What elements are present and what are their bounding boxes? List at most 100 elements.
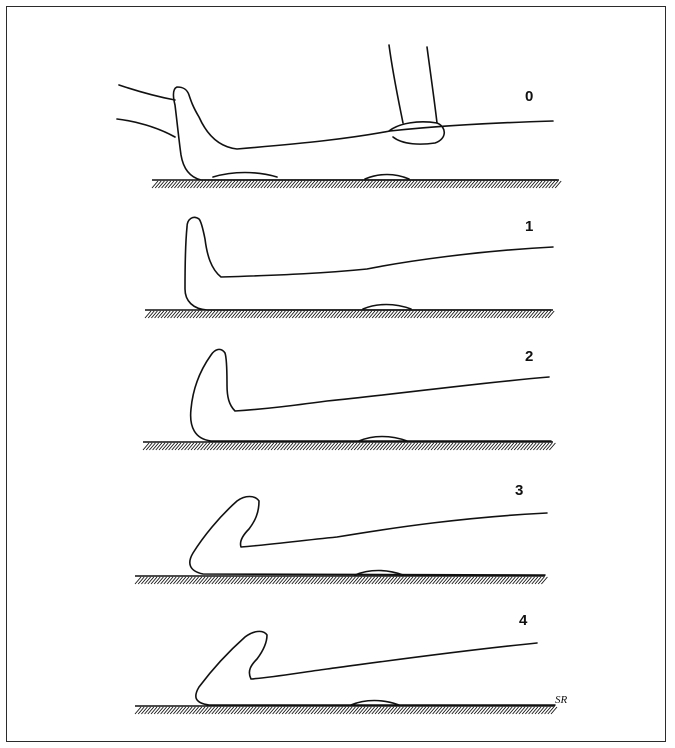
hatch-stroke <box>343 311 349 318</box>
hatch-stroke <box>525 577 531 584</box>
hatch-stroke <box>193 311 199 318</box>
hatch-stroke <box>281 443 287 450</box>
hatch-stroke <box>221 707 227 714</box>
hatch-stroke <box>266 707 272 714</box>
hatch-stroke <box>314 577 320 584</box>
hatch-stroke <box>298 577 304 584</box>
hatch-stroke <box>538 707 544 714</box>
hatch-stroke <box>311 707 317 714</box>
hatch-stroke <box>405 181 411 188</box>
hatch-stroke <box>482 181 488 188</box>
hatch-stroke <box>532 707 538 714</box>
hatch-stroke <box>378 577 384 584</box>
hatch-stroke <box>485 181 491 188</box>
hatch-stroke <box>365 577 371 584</box>
hatch-stroke <box>433 577 439 584</box>
stage-label-4: 4 <box>519 612 528 629</box>
hatch-stroke <box>465 707 471 714</box>
hatch-stroke <box>305 707 311 714</box>
hatch-stroke <box>491 311 497 318</box>
hatch-stroke <box>276 707 282 714</box>
hatch-stroke <box>334 181 340 188</box>
hatch-stroke <box>420 311 426 318</box>
stage-2: 2 <box>143 348 555 450</box>
hatch-stroke <box>386 443 392 450</box>
hatch-stroke <box>501 181 507 188</box>
hatch-stroke <box>282 577 288 584</box>
hatch-stroke <box>427 181 433 188</box>
hatch-stroke <box>158 181 164 188</box>
hatch-stroke <box>289 707 295 714</box>
hatch-stroke <box>485 443 491 450</box>
hatch-stroke <box>226 443 232 450</box>
hatch-stroke <box>349 707 355 714</box>
hatch-stroke <box>297 443 303 450</box>
hatch-stroke <box>184 181 190 188</box>
hatch-stroke <box>421 181 427 188</box>
hatch-stroke <box>420 707 426 714</box>
hatch-stroke <box>504 181 510 188</box>
hatch-stroke <box>321 577 327 584</box>
examiner-hand <box>389 122 444 144</box>
hatch-stroke <box>234 577 240 584</box>
hatch-stroke <box>437 443 443 450</box>
hatch-stroke <box>363 311 369 318</box>
hatch-stroke <box>536 181 542 188</box>
hatch-stroke <box>315 311 321 318</box>
hatch-stroke <box>379 181 385 188</box>
hatch-stroke <box>257 577 263 584</box>
hatch-stroke <box>501 443 507 450</box>
hatch-stroke <box>225 577 231 584</box>
hatch-stroke <box>391 311 397 318</box>
hatch-stroke <box>215 707 221 714</box>
hatch-stroke <box>187 181 193 188</box>
hatch-stroke <box>308 577 314 584</box>
hatch-stroke <box>286 181 292 188</box>
hatch-stroke <box>242 443 248 450</box>
hatch-stroke <box>213 181 219 188</box>
hatch-stroke <box>516 311 522 318</box>
hatch-stroke <box>196 707 202 714</box>
hatch-stroke <box>417 577 423 584</box>
hatch-stroke <box>414 181 420 188</box>
hatch-stroke <box>206 181 212 188</box>
hatch-stroke <box>471 577 477 584</box>
hatch-stroke <box>521 443 527 450</box>
hatch-stroke <box>213 443 219 450</box>
hatch-stroke <box>277 181 283 188</box>
hatch-stroke <box>190 181 196 188</box>
hatch-stroke <box>474 577 480 584</box>
hatch-stroke <box>495 443 501 450</box>
hatch-stroke <box>372 707 378 714</box>
hatch-stroke <box>315 181 321 188</box>
hatch-stroke <box>199 707 205 714</box>
hatch-stroke <box>466 443 472 450</box>
hatch-stroke <box>503 577 509 584</box>
hatch-stroke <box>269 707 275 714</box>
hatch-stroke <box>458 707 464 714</box>
hatch-stroke <box>551 707 557 714</box>
examiner-forearm-right <box>427 47 437 123</box>
hatch-stroke <box>516 577 522 584</box>
hatch-stroke <box>465 311 471 318</box>
hatch-stroke <box>395 311 401 318</box>
hatch-stroke <box>328 181 334 188</box>
hatch-stroke <box>452 707 458 714</box>
hatch-stroke <box>209 311 215 318</box>
hatch-stroke <box>497 577 503 584</box>
hatch-stroke <box>301 577 307 584</box>
hatch-stroke <box>522 707 528 714</box>
hatch-stroke <box>283 181 289 188</box>
hatch-stroke <box>210 443 216 450</box>
hatch-stroke <box>318 311 324 318</box>
hatch-stroke <box>417 707 423 714</box>
hatch-stroke <box>222 311 228 318</box>
hatch-stroke <box>382 311 388 318</box>
hatch-stroke <box>218 577 224 584</box>
hatch-stroke <box>209 707 215 714</box>
hatch-stroke <box>258 443 264 450</box>
hatch-stroke <box>143 443 149 450</box>
hatch-stroke <box>296 181 302 188</box>
hatch-stroke <box>377 443 383 450</box>
hatch-stroke <box>319 443 325 450</box>
